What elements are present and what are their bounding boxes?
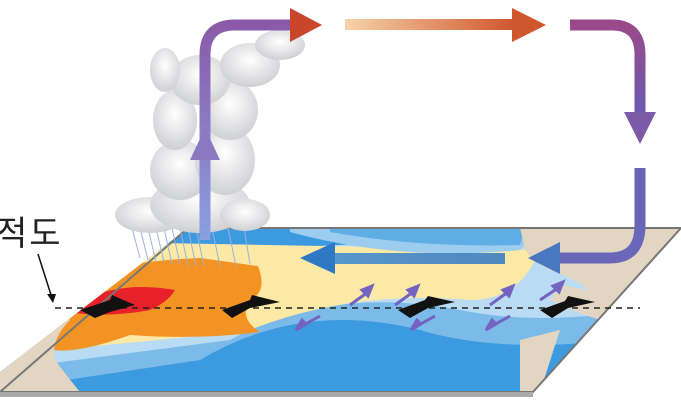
rising-air-arrow — [190, 8, 322, 240]
wind-arrow-icon — [80, 295, 135, 318]
arrowhead-left-icon — [300, 242, 335, 274]
arrowhead-right-icon — [290, 8, 322, 42]
sinking-air-arrow — [528, 19, 656, 274]
upper-air-arrow — [345, 8, 546, 42]
surface-wind-arrow — [300, 242, 505, 274]
wind-arrow-icon — [540, 296, 595, 318]
wind-arrow-icon — [222, 295, 280, 318]
surface-current-arrows — [294, 279, 566, 332]
trade-wind-arrows — [80, 295, 595, 318]
equator-label: 적도 — [0, 214, 63, 254]
arrowhead-right-icon — [512, 8, 546, 42]
equator-pointer — [37, 253, 53, 299]
arrowhead-left-icon — [528, 242, 560, 274]
arrowhead-up-icon — [190, 128, 220, 160]
rain — [131, 227, 251, 267]
arrowhead-down-icon — [624, 112, 656, 144]
wind-arrow-icon — [398, 296, 455, 318]
